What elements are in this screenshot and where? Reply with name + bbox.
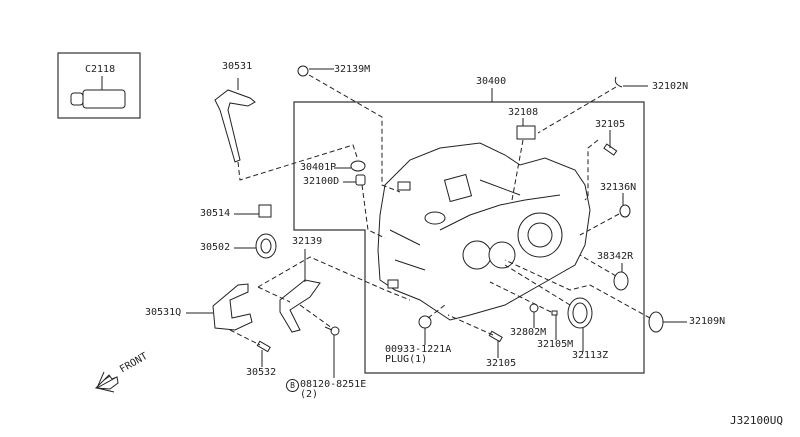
bolt-08120-icon <box>324 326 340 336</box>
clip-30514-icon <box>258 204 272 218</box>
label-c2118[interactable]: C2118 <box>85 64 116 75</box>
label-32105-lower[interactable]: 32105 <box>486 358 517 369</box>
shift-lever-30531-icon <box>214 89 256 163</box>
fork-32139-icon <box>279 279 321 333</box>
label-32139m[interactable]: 32139M <box>334 64 371 75</box>
bearing-30502-icon <box>255 233 277 259</box>
yoke-30531q-icon <box>212 283 253 331</box>
front-label: FRONT <box>118 350 150 376</box>
label-32139[interactable]: 32139 <box>292 236 323 247</box>
bearing-32113z-icon <box>567 297 593 329</box>
label-32113z[interactable]: 32113Z <box>572 350 609 361</box>
leader-lines <box>186 68 687 378</box>
pin-32105m-icon <box>551 310 558 316</box>
seal-38342r-icon <box>613 271 629 291</box>
label-00933-1221a[interactable]: 00933-1221A <box>385 344 452 355</box>
label-30514[interactable]: 30514 <box>200 208 231 219</box>
label-32100d[interactable]: 32100D <box>303 176 340 187</box>
label-30400[interactable]: 30400 <box>476 76 507 87</box>
label-08120-8251e[interactable]: 08120-8251E <box>300 379 367 390</box>
label-32102n[interactable]: 32102N <box>652 81 689 92</box>
label-30532[interactable]: 30532 <box>246 367 277 378</box>
label-bolt-qty: (2) <box>300 389 319 400</box>
label-38342r[interactable]: 38342R <box>597 251 634 262</box>
inset-box-c2118 <box>57 52 141 119</box>
sensor-part-icon <box>70 89 126 109</box>
label-30502[interactable]: 30502 <box>200 242 231 253</box>
diagram-id-code: J32100UQ <box>730 414 783 427</box>
cap-32100d-icon <box>355 174 366 186</box>
seal-30401p-icon <box>350 160 366 172</box>
pin-32105-upper-icon <box>603 143 618 156</box>
pin-30532-icon <box>256 340 271 353</box>
label-32105-upper[interactable]: 32105 <box>595 119 626 130</box>
bracket-32108-icon <box>516 125 536 140</box>
bolt-32139m-icon <box>297 65 309 77</box>
label-32802m[interactable]: 32802M <box>510 327 547 338</box>
label-30531[interactable]: 30531 <box>222 61 253 72</box>
label-32109n[interactable]: 32109N <box>689 316 726 327</box>
label-32105m[interactable]: 32105M <box>537 339 574 350</box>
label-30401p[interactable]: 30401P <box>300 162 337 173</box>
assembly-box-30400 <box>293 88 645 374</box>
front-arrow-icon <box>94 371 119 393</box>
label-32108[interactable]: 32108 <box>508 107 539 118</box>
clip-32102n-icon <box>614 76 623 88</box>
seal-32136n-icon <box>619 204 631 218</box>
bolt-symbol-b: B <box>286 379 299 392</box>
label-30531q[interactable]: 30531Q <box>145 307 182 318</box>
dashed-connectors <box>229 74 651 346</box>
label-32136n[interactable]: 32136N <box>600 182 637 193</box>
label-plug: PLUG(1) <box>385 354 428 365</box>
